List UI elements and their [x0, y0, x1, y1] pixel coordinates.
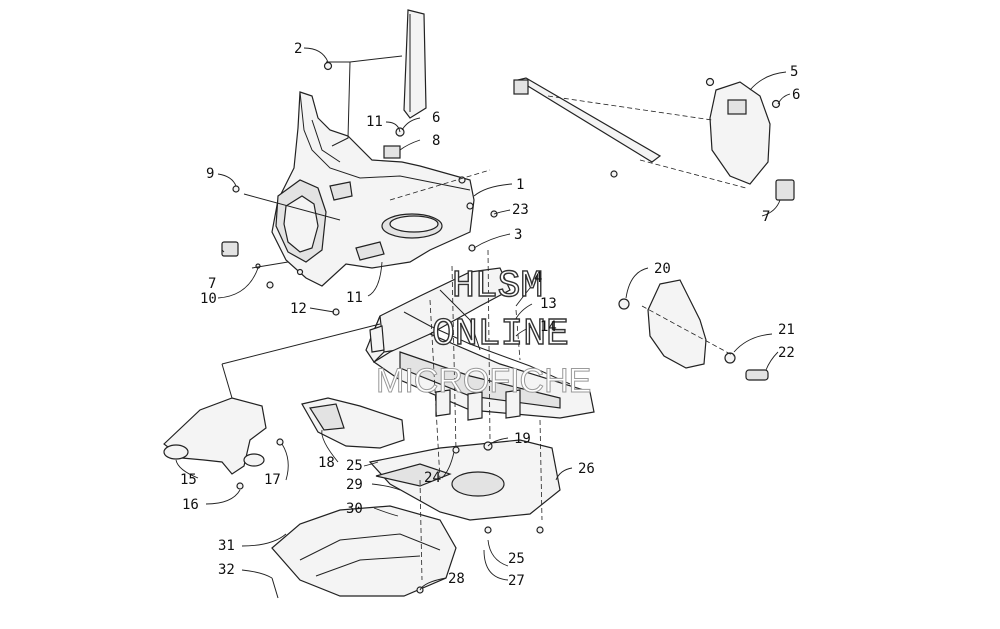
- callout-5: 5: [790, 64, 798, 80]
- assembly-solid-lines: [221, 55, 403, 399]
- callout-leaders: [175, 47, 791, 591]
- watermark-line-3: MICROFICHE: [376, 362, 591, 400]
- watermark-line-1: HLSM: [452, 265, 543, 308]
- callout-6-right: 6: [792, 87, 800, 103]
- callout-23: 23: [512, 202, 529, 218]
- callout-21: 21: [778, 322, 795, 338]
- callout-17: 17: [264, 472, 281, 488]
- watermark: HLSM ONLINE MICROFICHE: [376, 264, 592, 400]
- callout-10: 10: [200, 291, 217, 307]
- callout-3: 3: [514, 227, 522, 243]
- part-panel-strip: [403, 9, 427, 119]
- callout-1: 1: [516, 177, 524, 193]
- callout-22: 22: [778, 345, 795, 361]
- callout-19: 19: [514, 431, 531, 447]
- callout-7-left: 7: [208, 276, 216, 292]
- callout-7-right: 7: [762, 209, 770, 225]
- callout-9: 9: [206, 166, 214, 182]
- part-spindle: [163, 397, 284, 490]
- part-left-arm: [301, 397, 405, 449]
- callout-8: 8: [432, 133, 440, 149]
- callout-12: 12: [290, 301, 307, 317]
- callout-2: 2: [294, 41, 302, 57]
- callout-11-lower: 11: [346, 290, 363, 306]
- callout-14: 14: [540, 319, 557, 335]
- callout-6-left: 6: [432, 110, 440, 126]
- watermark-line-2: ONLINE: [432, 313, 569, 356]
- callout-4: 4: [534, 270, 542, 286]
- callout-20: 20: [654, 261, 671, 277]
- callout-15: 15: [180, 472, 197, 488]
- callout-29: 29: [346, 477, 363, 493]
- callout-25-lower: 25: [508, 551, 525, 567]
- callout-32: 32: [218, 562, 235, 578]
- callout-25-upper: 25: [346, 458, 363, 474]
- callout-labels: 2 11 6 8 9 7 10 12 11 1 23 3 5 6 7 20 21…: [180, 41, 800, 589]
- callout-24: 24: [424, 470, 441, 486]
- part-right-bracket: [618, 279, 769, 381]
- callout-16: 16: [182, 497, 199, 513]
- assembly-dashed-lines: [389, 95, 747, 581]
- part-main-frame: [365, 267, 595, 421]
- callout-28: 28: [448, 571, 465, 587]
- callout-27: 27: [508, 573, 525, 589]
- callout-31: 31: [218, 538, 235, 554]
- callout-13: 13: [540, 296, 557, 312]
- callout-26: 26: [578, 461, 595, 477]
- part-front-bulkhead: [271, 91, 475, 287]
- part-skid-plates: [271, 439, 561, 599]
- callout-18: 18: [318, 455, 335, 471]
- part-steering-shaft: [513, 77, 795, 201]
- callout-11-upper: 11: [366, 114, 383, 130]
- callout-30: 30: [346, 501, 363, 517]
